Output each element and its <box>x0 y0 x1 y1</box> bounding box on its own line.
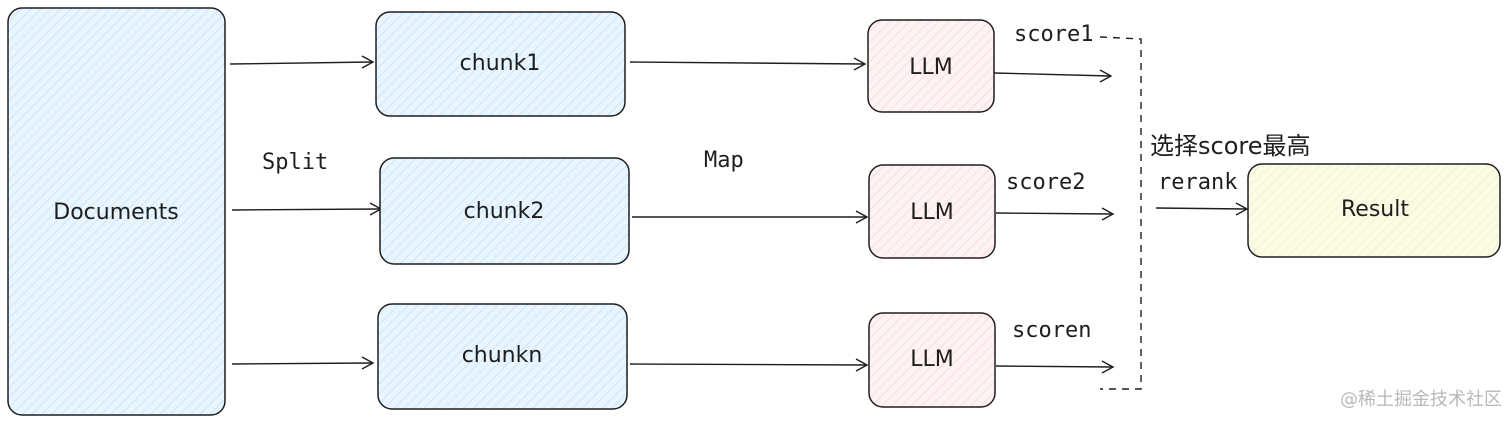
rerank-arrow <box>1155 202 1249 216</box>
score-label-2: score2 <box>1006 170 1085 195</box>
llm-node-2: LLM <box>868 164 996 259</box>
score-arrows <box>993 69 1115 374</box>
llm-label-1: LLM <box>909 55 953 80</box>
select-highest-label: 选择score最高 <box>1150 132 1311 160</box>
chunk-node-2: chunk2 <box>379 157 630 265</box>
split-label: Split <box>262 150 328 175</box>
result-label: Result <box>1341 197 1409 222</box>
dashed-bracket <box>1099 36 1142 390</box>
llm-label-3: LLM <box>910 347 954 372</box>
documents-node: Documents <box>7 7 226 416</box>
documents-label: Documents <box>53 200 178 225</box>
chunk-label-1: chunk1 <box>460 51 541 76</box>
llm-node-1: LLM <box>867 19 995 113</box>
map-label: Map <box>704 148 744 173</box>
rerank-label: rerank <box>1158 170 1237 195</box>
chunk-node-n: chunkn <box>377 303 628 410</box>
watermark: @稀土掘金技术社区 <box>1340 389 1502 410</box>
chunk-label-2: chunk2 <box>464 199 545 224</box>
chunk-node-1: chunk1 <box>375 11 626 117</box>
llm-node-3: LLM <box>868 312 996 408</box>
score-label-n: scoren <box>1012 318 1091 343</box>
chunk-label-n: chunkn <box>462 343 543 368</box>
result-node: Result <box>1247 163 1501 258</box>
map-arrows <box>629 57 869 372</box>
split-arrows <box>229 55 383 370</box>
score-label-1: score1 <box>1014 22 1093 47</box>
llm-label-2: LLM <box>910 200 954 225</box>
